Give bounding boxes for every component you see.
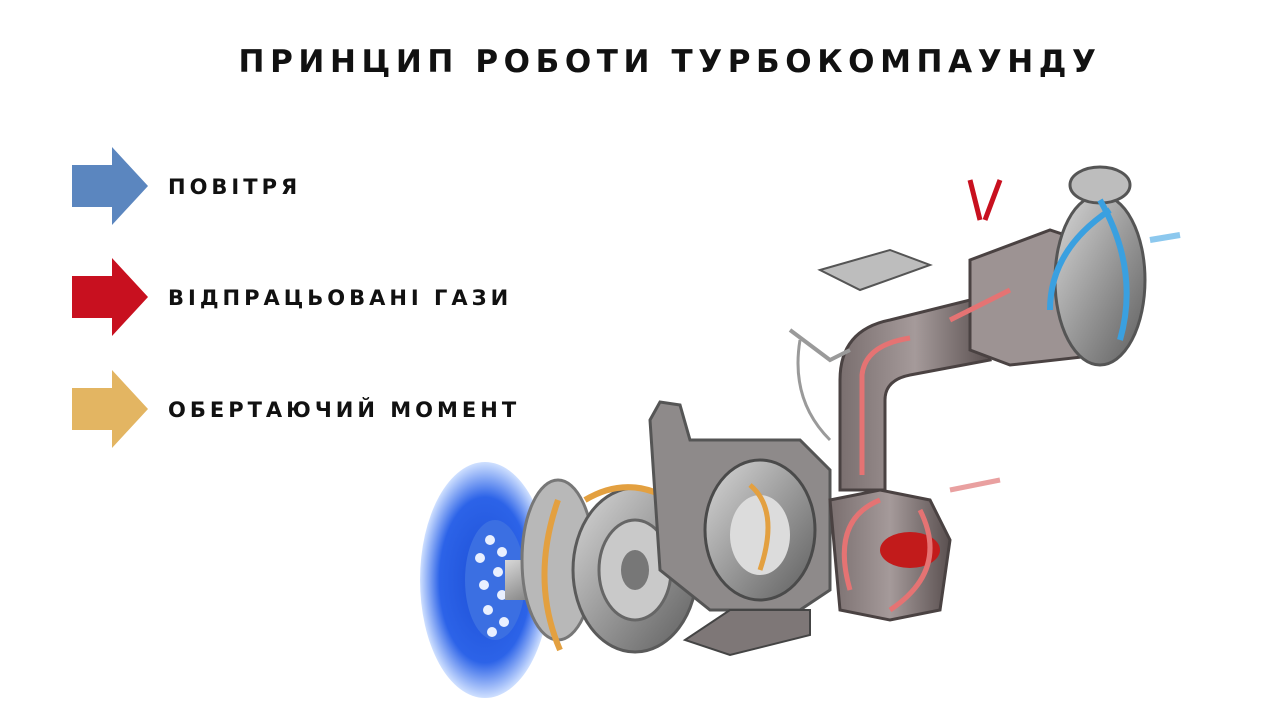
legend-item-exhaust-gases: ВІДПРАЦЬОВАНІ ГАЗИ <box>72 258 552 336</box>
legend-label-air: ПОВІТРЯ <box>168 175 302 199</box>
blue-arrow-icon <box>72 147 148 225</box>
red-arrow-icon <box>72 258 148 336</box>
legend-label-exhaust-gases: ВІДПРАЦЬОВАНІ ГАЗИ <box>168 286 513 310</box>
power-turbine-part <box>828 477 1001 622</box>
turbocharger-part <box>817 165 1181 367</box>
turbocompound-illustration <box>410 140 1200 710</box>
orange-arrow-icon <box>72 370 148 448</box>
legend-item-air: ПОВІТРЯ <box>72 147 552 225</box>
legend-item-torque: ОБЕРТАЮЧИЙ МОМЕНТ <box>72 370 552 448</box>
page-title: ПРИНЦИП РОБОТИ ТУРБОКОМПАУНДУ <box>238 44 1102 80</box>
legend-label-torque: ОБЕРТАЮЧИЙ МОМЕНТ <box>168 398 521 422</box>
housing-part <box>648 400 832 657</box>
